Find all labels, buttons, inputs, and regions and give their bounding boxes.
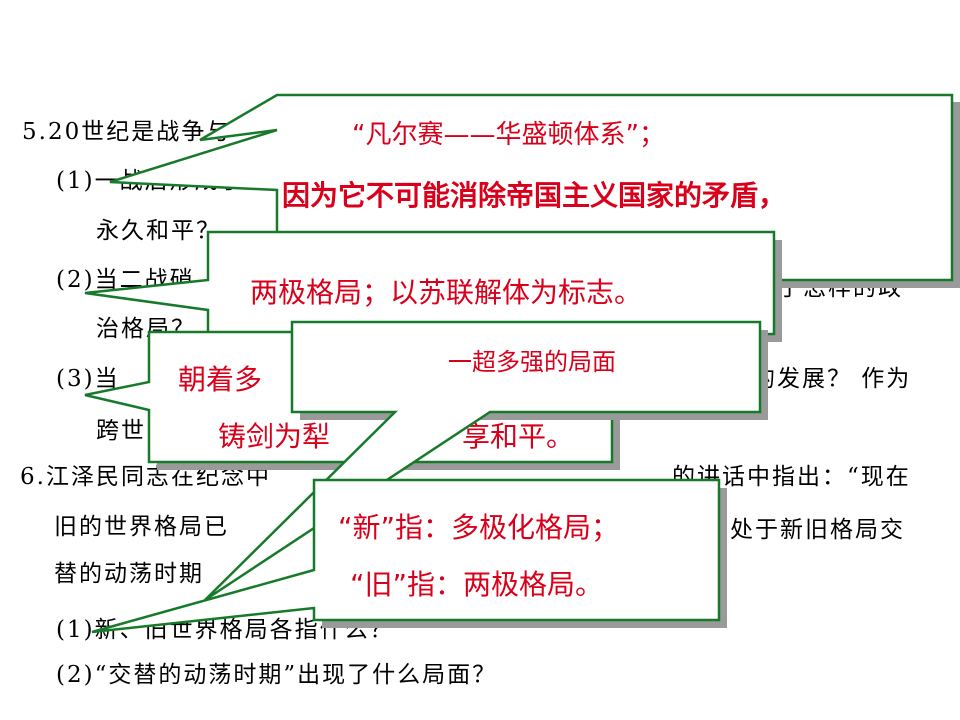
question-5-line-1: 5.20世纪是战争与 [22, 119, 232, 145]
question-6-line-2-tail: 处于新旧格局交 [730, 517, 905, 543]
answer-6-2-text: 一超多强的局面 [448, 348, 616, 376]
question-6-line-1: 6.江泽民同志在纪念中 [20, 464, 271, 490]
answer-5-2-text: 两极格局；以苏联解体为标志。 [250, 276, 642, 309]
answer-5-1-line-2: 因为它不可能消除帝国主义国家的矛盾， [282, 179, 786, 212]
question-6-line-1-tail: 的讲话中指出：“现在 [672, 464, 911, 490]
callout-answer-5-2: 两极格局；以苏联解体为标志。 [84, 230, 782, 342]
question-6-line-3: 替的动荡时期 [54, 561, 204, 587]
answer-6-1-line-1: “新”指：多极化格局； [338, 511, 619, 544]
question-5-1-line-2: 永久和平？ [96, 218, 221, 244]
answer-5-3-line-2: 铸剑为犁 [218, 420, 330, 453]
answer-5-3-line-2-tail: 享和平。 [462, 420, 574, 453]
callout-answer-6-1: “新”指：多极化格局； “旧”指：两极格局。 [91, 478, 727, 634]
question-5-3-line-2: 跨世 [96, 418, 146, 444]
answer-6-1-line-2: “旧”指：两极格局。 [350, 568, 603, 601]
question-5-3-line-1: (3)当 [56, 366, 120, 392]
answer-5-3-line-1: 朝着多 [178, 363, 262, 396]
answer-5-1-line-1: “凡尔赛——华盛顿体系”； [352, 120, 665, 150]
question-6-line-2: 旧的世界格局已 [54, 514, 229, 540]
question-6-2: (2)“交替的动荡时期”出现了什么局面？ [56, 662, 498, 688]
question-5-3-line-1-tail: 的发展？ 作为 [752, 366, 912, 392]
